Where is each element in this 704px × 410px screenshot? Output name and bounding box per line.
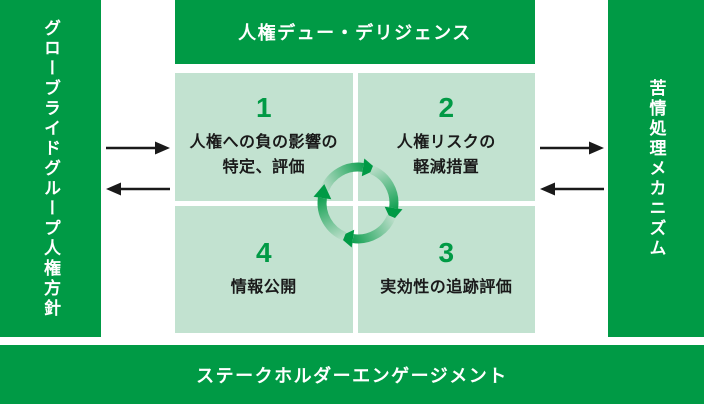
process-quadrants: 1 人権への負の影響の 特定、評価 2 人権リスクの 軽減措置 4 情報公開 3…	[175, 73, 535, 333]
quadrant-step-1: 1 人権への負の影響の 特定、評価	[175, 73, 353, 201]
step-2-number: 2	[438, 91, 455, 123]
left-arrow-left-icon	[106, 182, 170, 196]
due-diligence-title-bar: 人権デュー・デリジェンス	[175, 0, 535, 64]
step-1-label: 人権への負の影響の 特定、評価	[189, 133, 338, 177]
quadrant-step-4: 4 情報公開	[175, 205, 353, 333]
step-2-label: 人権リスクの 軽減措置	[396, 133, 496, 177]
right-arrow-right-icon	[540, 141, 604, 155]
step-4-number: 4	[255, 237, 272, 269]
grievance-mechanism-bar-label: 苦情処理メカニズム	[646, 78, 666, 259]
cycle-arrows-icon	[308, 153, 408, 253]
step-4-label: 情報公開	[230, 278, 297, 296]
step-1-number: 1	[255, 91, 272, 123]
globeride-policy-bar: グローブライドグループ人権方針	[0, 0, 101, 337]
step-3-label: 実効性の追跡評価	[380, 278, 513, 296]
quadrant-step-3: 3 実効性の追跡評価	[357, 205, 535, 333]
globeride-policy-bar-label: グローブライドグループ人権方針	[41, 18, 60, 319]
stakeholder-engagement-bar: ステークホルダーエンゲージメント	[0, 345, 704, 404]
grievance-mechanism-bar: 苦情処理メカニズム	[608, 0, 704, 337]
due-diligence-title: 人権デュー・デリジェンス	[238, 23, 472, 43]
right-arrow-left-icon	[540, 182, 604, 196]
left-arrow-right-icon	[106, 141, 170, 155]
stakeholder-engagement-label: ステークホルダーエンゲージメント	[196, 365, 508, 386]
step-3-number: 3	[438, 237, 455, 269]
